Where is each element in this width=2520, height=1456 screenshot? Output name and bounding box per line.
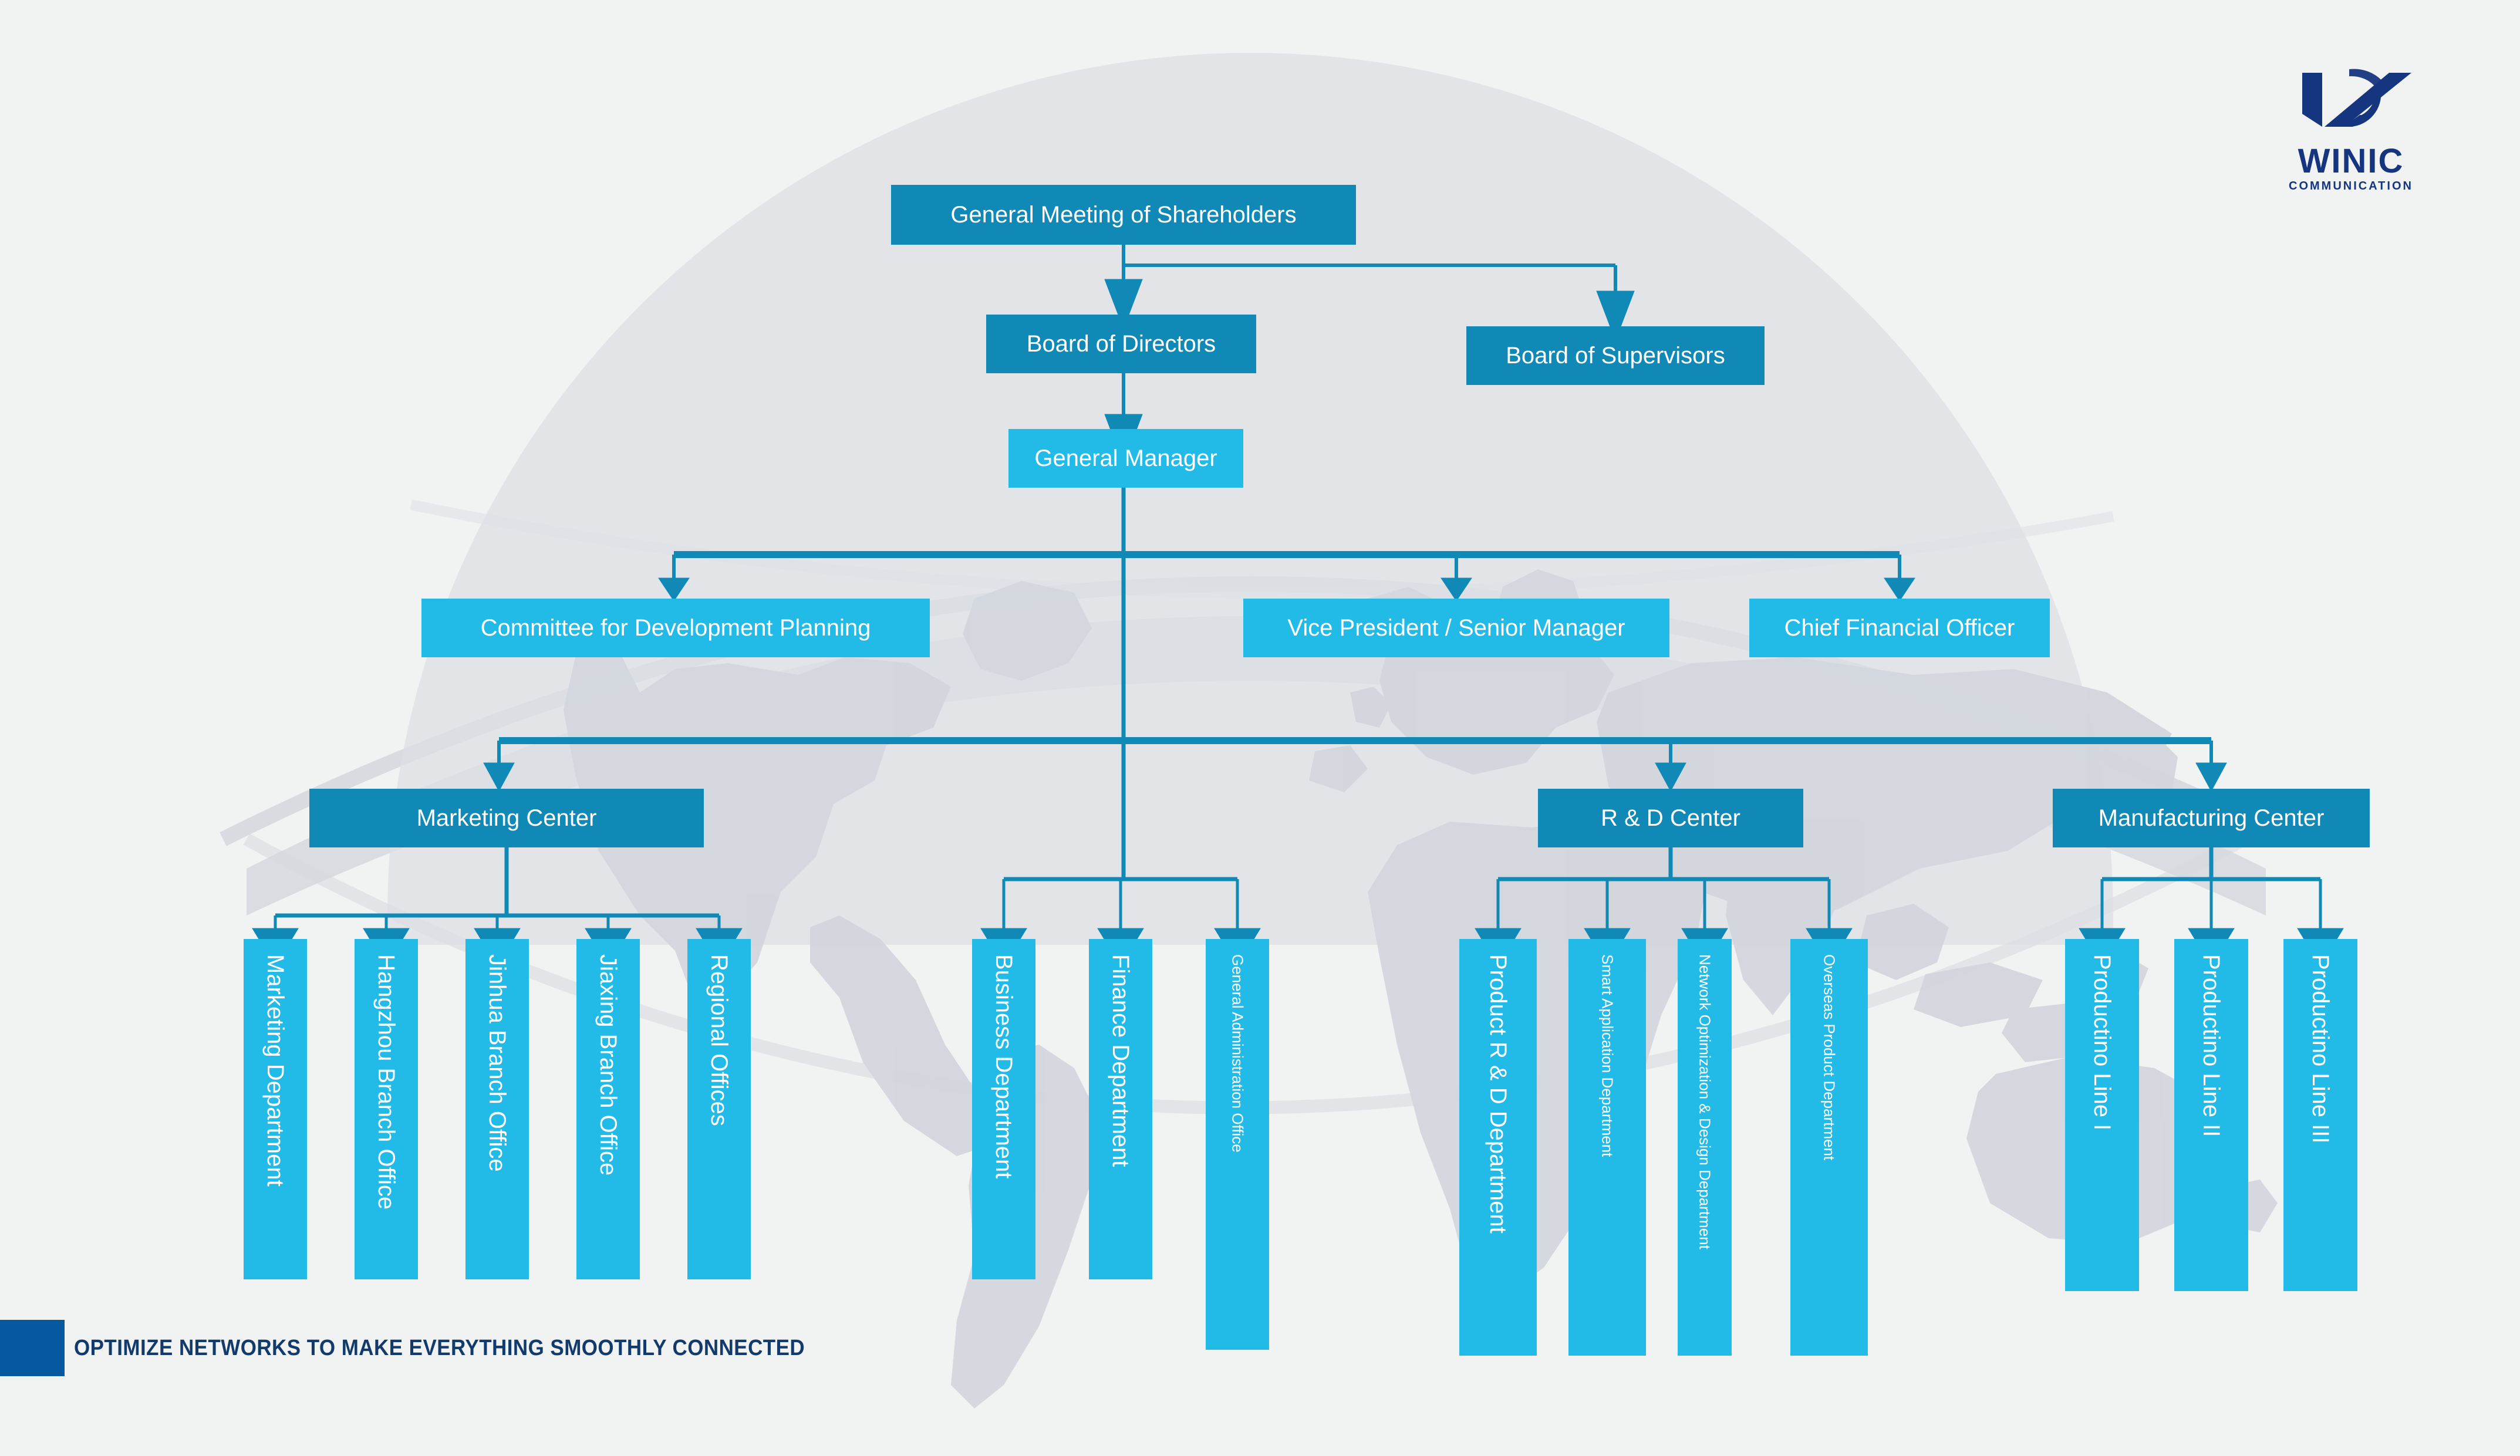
org-node-d2[interactable]: Hangzhou Branch Office [355,939,418,1279]
org-node-label: Jinhua Branch Office [484,954,510,1172]
winic-monogram-icon [2302,69,2411,127]
org-node-label: Board of Directors [1026,331,1216,357]
org-node-d6[interactable]: Business Department [972,939,1035,1279]
org-node-bod[interactable]: Board of Directors [986,315,1256,373]
org-node-label: Business Department [991,954,1017,1179]
org-node-d7[interactable]: Finance Department [1089,939,1152,1279]
org-node-d12[interactable]: Overseas Product Department [1790,939,1868,1356]
org-node-d5[interactable]: Regional Offices [687,939,751,1279]
org-node-label: Productino Line III [2308,954,2333,1144]
org-node-label: General Manager [1034,445,1217,471]
org-node-label: Overseas Product Department [1820,954,1838,1161]
org-node-label: Regional Offices [706,954,732,1126]
org-node-d11[interactable]: Network Optimization & Design Department [1678,939,1732,1356]
org-node-bos[interactable]: Board of Supervisors [1466,326,1765,385]
org-node-d3[interactable]: Jinhua Branch Office [465,939,529,1279]
org-node-label: Product R & D Department [1485,954,1511,1234]
org-node-mfgc[interactable]: Manufacturing Center [2053,789,2370,847]
org-node-label: Board of Supervisors [1506,343,1725,369]
org-node-gms[interactable]: General Meeting of Shareholders [891,185,1356,245]
org-node-gm[interactable]: General Manager [1008,429,1243,488]
footer-tagline: OPTIMIZE NETWORKS TO MAKE EVERYTHING SMO… [74,1335,805,1360]
org-node-d15[interactable]: Productino Line III [2283,939,2357,1291]
org-node-cfo[interactable]: Chief Financial Officer [1749,599,2050,657]
logo-subtext: COMMUNICATION [2289,180,2413,192]
org-node-d1[interactable]: Marketing Department [244,939,307,1279]
org-node-mktc[interactable]: Marketing Center [309,789,704,847]
org-node-rdc[interactable]: R & D Center [1538,789,1803,847]
org-node-d10[interactable]: Smart Application Department [1568,939,1646,1356]
org-node-label: Jiaxing Branch Office [595,954,621,1176]
footer-accent-swatch [0,1320,65,1376]
org-node-label: Marketing Center [416,805,597,831]
org-node-label: Hangzhou Branch Office [373,954,399,1210]
org-node-label: General Administration Office [1229,954,1247,1153]
org-node-vp[interactable]: Vice President / Senior Manager [1243,599,1669,657]
org-node-label: Finance Department [1108,954,1134,1167]
org-node-d8[interactable]: General Administration Office [1206,939,1269,1350]
org-node-label: Productino Line I [2089,954,2115,1131]
org-node-d13[interactable]: Productino Line I [2065,939,2139,1291]
org-node-label: Vice President / Senior Manager [1287,615,1625,641]
org-node-label: Chief Financial Officer [1784,615,2015,641]
org-node-label: General Meeting of Shareholders [950,202,1297,228]
org-node-label: Marketing Department [262,954,288,1187]
org-node-label: Manufacturing Center [2098,805,2325,831]
org-node-label: Network Optimization & Design Department [1696,954,1714,1249]
logo-wordmark: WINIC [2298,142,2404,180]
org-node-d9[interactable]: Product R & D Department [1459,939,1537,1356]
org-node-label: Committee for Development Planning [480,615,871,641]
footer-tagline-bar: OPTIMIZE NETWORKS TO MAKE EVERYTHING SMO… [0,1320,868,1376]
org-node-label: Smart Application Department [1598,954,1617,1157]
org-node-d14[interactable]: Productino Line II [2174,939,2248,1291]
org-node-label: Productino Line II [2198,954,2224,1137]
org-node-cdp[interactable]: Committee for Development Planning [421,599,930,657]
brand-logo: WINIC COMMUNICATION [2266,65,2436,200]
org-node-d4[interactable]: Jiaxing Branch Office [576,939,640,1279]
org-node-label: R & D Center [1601,805,1740,831]
